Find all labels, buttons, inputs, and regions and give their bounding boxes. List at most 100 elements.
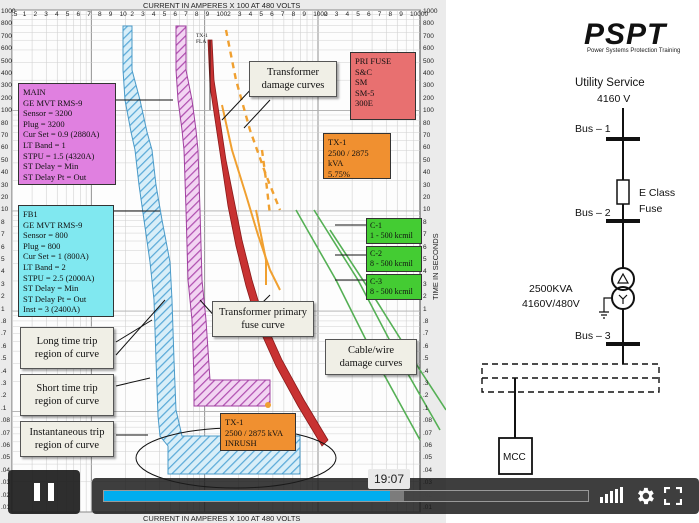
- left-tick-label: 50: [1, 156, 9, 164]
- top-tick-label: 4: [345, 11, 350, 18]
- bottom-axis-title: CURRENT IN AMPERES X 100 AT 480 VOLTS: [143, 514, 301, 523]
- e-class-fuse-symbol: [616, 179, 630, 205]
- top-tick-label: 8: [291, 11, 296, 18]
- left-tick-label: 30: [1, 181, 9, 189]
- top-tick-label: 9: [302, 11, 307, 18]
- left-tick-label: .2: [1, 392, 7, 400]
- left-tick-label: 60: [1, 144, 9, 152]
- transformer-primary-winding: [611, 267, 635, 291]
- right-tick-label: 200: [423, 94, 434, 102]
- right-tick-label: .4: [423, 367, 429, 375]
- right-tick-label: .7: [423, 330, 429, 338]
- top-tick-label: 7: [184, 11, 188, 18]
- top-tick-label: 4: [151, 11, 156, 18]
- pause-button[interactable]: [8, 470, 80, 514]
- left-tick-label: .02: [1, 491, 11, 499]
- tcc-curves: [100, 25, 446, 489]
- right-tick-label: 30: [423, 181, 431, 189]
- pspt-logo: PSPT: [584, 18, 667, 51]
- left-tick-label: 10: [1, 206, 9, 214]
- right-tick-label: .04: [423, 466, 433, 474]
- right-tick-label: 1000: [423, 8, 438, 15]
- right-tick-label: 600: [423, 45, 434, 53]
- primary-fuse-curve: [207, 39, 329, 447]
- left-tick-label: .4: [1, 367, 7, 375]
- pri-fuse-box: PRI FUSE S&C SM SM-5 300E: [350, 52, 416, 120]
- transformer-voltage: 4160V/480V: [522, 298, 580, 310]
- top-tick-label: 8: [388, 11, 393, 18]
- bus1-label: Bus – 1: [575, 123, 611, 135]
- right-tick-label: .08: [423, 417, 433, 425]
- right-tick-label: 1: [423, 305, 427, 313]
- top-tick-label: 5: [356, 11, 360, 18]
- transformer-fuse-callout: Transformer primary fuse curve: [212, 301, 314, 337]
- top-tick-label: 7: [280, 11, 285, 18]
- right-tick-label: 20: [423, 194, 431, 201]
- top-tick-label: 7: [377, 11, 382, 18]
- transformer-secondary-winding: [611, 286, 635, 310]
- tx-fla-label: TX-1 FLA: [196, 33, 208, 45]
- top-tick-label: 2: [227, 11, 231, 18]
- right-tick-label: 500: [423, 57, 434, 65]
- left-tick-label: 20: [1, 194, 9, 201]
- left-tick-label: 300: [1, 82, 12, 90]
- volume-icon[interactable]: [598, 486, 626, 506]
- left-tick-label: .7: [1, 330, 7, 338]
- fullscreen-icon[interactable]: [664, 487, 682, 505]
- left-tick-label: 400: [1, 70, 12, 77]
- top-tick-label: 1: [22, 11, 27, 18]
- top-tick-label: 7: [87, 11, 91, 18]
- top-tick-label: 10: [119, 11, 127, 18]
- cable-damage-callout: Cable/wire damage curves: [325, 339, 417, 375]
- left-tick-label: .8: [1, 318, 7, 325]
- top-tick-label: 8: [98, 11, 102, 18]
- progress-fill: [104, 491, 390, 501]
- top-tick-label: 5: [259, 11, 264, 18]
- switchgear-dashed-box: [481, 363, 660, 393]
- right-tick-label: 400: [423, 70, 434, 77]
- left-tick-label: 40: [1, 169, 9, 177]
- c2-cable-box: C-2 8 - 500 kcmil: [366, 246, 422, 272]
- top-tick-label: 6: [173, 11, 177, 18]
- top-tick-label: 3: [44, 11, 48, 18]
- progress-track[interactable]: [103, 490, 589, 502]
- left-tick-label: .06: [1, 442, 11, 449]
- right-tick-label: 50: [423, 156, 431, 164]
- main-trip-curve: [175, 25, 271, 407]
- fb1-breaker-box: FB1 GE MVT RMS-9 Sensor = 800 Plug = 800…: [18, 205, 114, 317]
- cable-c1-damage-curve: [295, 209, 421, 441]
- e-class-fuse-label: E Class Fuse: [639, 187, 676, 215]
- right-tick-label: 700: [423, 32, 434, 40]
- right-tick-label: 3: [423, 280, 427, 288]
- right-tick-label: .2: [423, 392, 429, 400]
- left-tick-label: 5: [1, 256, 5, 263]
- right-tick-label: .06: [423, 442, 433, 449]
- left-tick-label: .5: [1, 355, 7, 363]
- top-tick-label: 9: [108, 11, 113, 18]
- fb1-trip-curve: [122, 25, 301, 475]
- left-tick-label: .01: [1, 504, 11, 511]
- top-tick-label: 6: [270, 11, 274, 18]
- right-tick-label: 300: [423, 82, 434, 90]
- left-tick-label: .1: [1, 404, 7, 412]
- tcc-chart-frame: CURRENT IN AMPERES X 100 AT 480 VOLTS CU…: [0, 0, 446, 523]
- bus3-label: Bus – 3: [575, 330, 611, 342]
- pause-icon-bar-2: [48, 483, 54, 501]
- top-tick-label: 8: [194, 11, 199, 18]
- right-tick-label: 4: [423, 268, 427, 276]
- transformer-damage-curve-dashed: [224, 29, 282, 211]
- top-axis-title: CURRENT IN AMPERES X 100 AT 480 VOLTS: [143, 1, 301, 10]
- tx1-box: TX-1 2500 / 2875 kVA 5.75%: [323, 133, 391, 179]
- top-tick-label: 1000: [313, 11, 328, 18]
- pspt-logo-subtitle: Power Systems Protection Training: [587, 48, 681, 54]
- left-tick-label: .05: [1, 454, 11, 462]
- right-tick-label: 100: [423, 107, 434, 115]
- top-tick-label: 6: [366, 11, 371, 18]
- transformer-rating: 2500KVA: [529, 283, 573, 295]
- settings-gear-icon[interactable]: [634, 485, 656, 507]
- transformer-damage-curve-solid: [221, 104, 281, 291]
- left-tick-label: 600: [1, 45, 12, 53]
- top-tick-label: 9: [205, 11, 210, 18]
- instantaneous-callout: Instantaneous trip region of curve: [20, 421, 114, 457]
